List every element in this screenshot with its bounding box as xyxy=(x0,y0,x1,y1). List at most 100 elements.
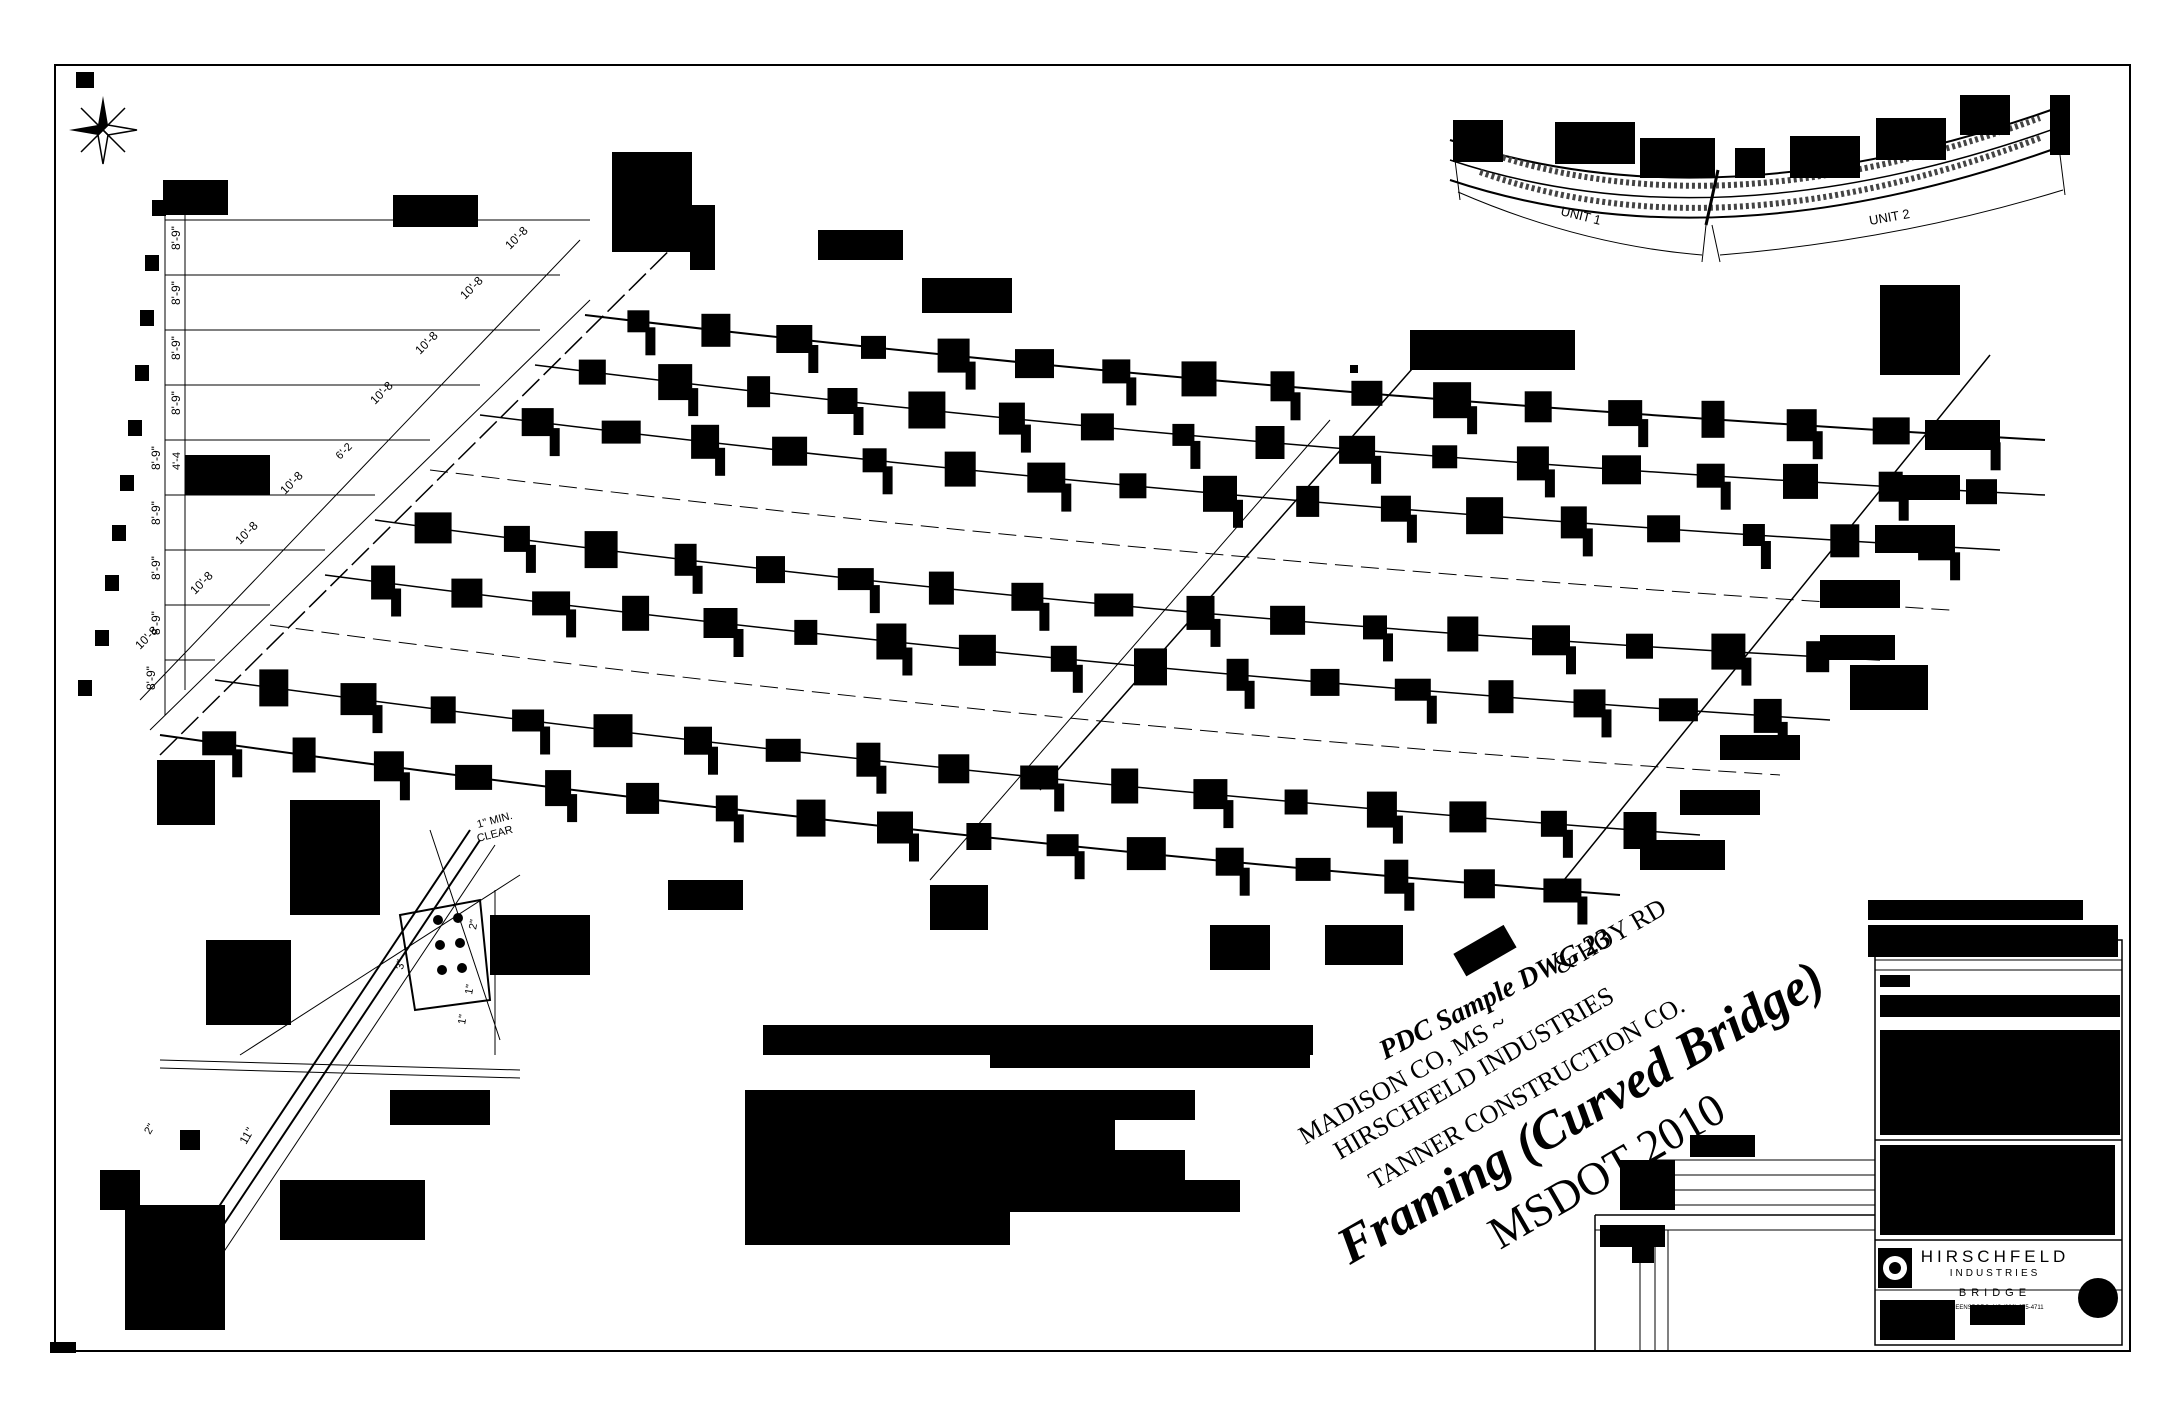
cross-frame-mark xyxy=(1050,645,1077,672)
cross-frame-mark xyxy=(1111,768,1139,804)
cross-frame-mark xyxy=(1626,633,1653,659)
stiffener-mark xyxy=(1638,419,1649,448)
hirschfeld-logo-icon xyxy=(1878,1248,1912,1288)
cross-frame-mark xyxy=(1433,382,1472,419)
stiffener-mark xyxy=(965,361,976,390)
stiffener-mark xyxy=(549,428,560,457)
cross-frame-mark xyxy=(776,325,813,353)
stiffener-mark xyxy=(876,765,887,794)
cross-frame-mark xyxy=(512,709,545,732)
cross-frame-mark xyxy=(455,764,493,790)
dim-bay-2: 10'-8 xyxy=(187,568,216,597)
key-plan: UNIT 1 UNIT 2 xyxy=(1449,95,2070,263)
cross-frame-mark xyxy=(1968,425,1995,448)
dim-spacing-8: 8'-9" xyxy=(149,611,163,635)
stiffener-mark xyxy=(1898,492,1909,521)
cross-frame-mark xyxy=(1918,532,1955,561)
cross-frame-mark xyxy=(1560,506,1587,539)
stiffener-mark xyxy=(1467,406,1478,435)
cross-frame-mark xyxy=(756,556,785,584)
cross-frame-mark xyxy=(1215,847,1244,876)
cross-frame-mark xyxy=(1783,463,1818,499)
cross-frame-mark xyxy=(1447,616,1479,652)
stiffener-mark xyxy=(1950,552,1961,581)
stiffener-mark xyxy=(232,749,243,778)
stiffener-mark xyxy=(1244,680,1255,709)
dim-spacing-4: 8'-9" xyxy=(169,391,183,415)
stiffener-mark xyxy=(688,388,699,417)
revision-block xyxy=(1594,1135,1875,1350)
cross-frame-mark xyxy=(1872,417,1910,445)
cross-frame-mark xyxy=(1351,380,1383,406)
cross-frame-mark xyxy=(1080,413,1114,441)
stiffener-mark xyxy=(1404,882,1415,911)
stiffener-mark xyxy=(525,544,536,573)
cross-frame-mark xyxy=(772,436,808,466)
cross-frame-mark xyxy=(593,714,633,748)
cross-frame-mark xyxy=(796,799,826,837)
cross-frame-mark xyxy=(1226,658,1249,691)
cross-frame-mark xyxy=(765,738,801,762)
cross-frame-marks xyxy=(202,310,2001,925)
cross-frame-mark xyxy=(373,751,404,782)
cross-frame-mark xyxy=(1696,463,1725,488)
stiffener-mark xyxy=(1290,392,1301,421)
dim-bay-5: 10'-8 xyxy=(367,378,396,407)
dim-bay-8: 10'-8 xyxy=(502,223,531,252)
cross-frame-mark xyxy=(601,420,641,444)
stiffener-mark xyxy=(1812,431,1823,460)
stiffener-mark xyxy=(1190,440,1201,469)
stiffener-mark xyxy=(1990,442,2001,471)
cross-frame-mark xyxy=(944,451,976,487)
cross-frame-mark xyxy=(1830,524,1860,558)
cross-frame-mark xyxy=(430,696,456,724)
bolt-group xyxy=(433,913,467,975)
cross-frame-mark xyxy=(1466,497,1504,535)
stiffener-mark xyxy=(567,794,578,823)
company-division: BRIDGE xyxy=(1959,1287,2031,1299)
title-block: HIRSCHFELD INDUSTRIES BRIDGE GREENSBORO,… xyxy=(1868,900,2123,1346)
cross-frame-mark xyxy=(340,683,377,716)
stiffener-mark xyxy=(1741,657,1752,686)
corner-mark-bl xyxy=(50,1342,76,1353)
cross-frame-mark xyxy=(532,591,571,616)
detail-dim-2b: 2" xyxy=(142,1122,157,1137)
cross-frame-mark xyxy=(1647,515,1681,543)
cross-frame-mark xyxy=(861,335,886,359)
cross-frame-mark xyxy=(1134,648,1167,686)
cross-frame-mark xyxy=(1296,485,1320,517)
dim-spacing-5: 8'-9" xyxy=(149,446,163,470)
cross-frame-mark xyxy=(1463,869,1495,899)
stiffener-mark xyxy=(1233,499,1243,528)
cross-frame-mark xyxy=(1126,837,1166,871)
framing-plan: 8'-9" 8'-9" 8'-9" 8'-9" 8'-9" 4'-4 8'-9"… xyxy=(78,152,2046,970)
cross-frame-mark xyxy=(1102,359,1131,384)
stiffener-mark xyxy=(853,407,864,435)
stiffener-mark xyxy=(1383,633,1393,662)
stiffener-mark xyxy=(1223,800,1234,829)
cross-frame-mark xyxy=(837,568,874,591)
stiffener-mark xyxy=(566,609,577,638)
stiffener-mark xyxy=(540,726,551,755)
stiffener-mark xyxy=(1020,424,1031,453)
cross-frame-mark xyxy=(202,731,237,756)
stiffener-mark xyxy=(1061,483,1072,512)
cross-frame-mark xyxy=(1516,446,1549,481)
cross-frame-mark xyxy=(1711,633,1746,670)
dim-bay-7: 10'-8 xyxy=(457,273,486,302)
cross-frame-mark xyxy=(658,364,693,401)
stiffener-mark xyxy=(1392,815,1403,844)
cross-frame-mark xyxy=(908,391,946,429)
cross-frame-mark xyxy=(1488,680,1514,714)
connection-detail: 1" MIN. CLEAR 2" 3" 1" 1" 2" 11" xyxy=(100,800,590,1330)
stiffener-mark xyxy=(391,588,402,617)
cross-frame-mark xyxy=(1806,641,1830,673)
north-arrow-icon xyxy=(69,96,138,165)
stiffener-mark xyxy=(1720,481,1731,510)
cross-frame-mark xyxy=(627,310,650,333)
unit-1-label: UNIT 1 xyxy=(1559,203,1602,227)
cross-frame-mark xyxy=(794,619,818,645)
cross-frame-mark xyxy=(1658,698,1698,722)
stiffener-mark xyxy=(1544,469,1555,498)
cross-frame-mark xyxy=(1193,779,1228,810)
